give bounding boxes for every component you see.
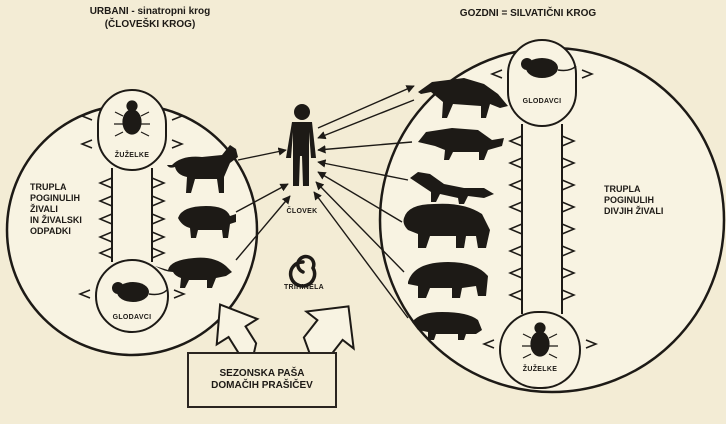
sylvatic-insects-label: ŽUŽELKE — [523, 366, 557, 374]
seasonal-box-line1: SEZONSKA PAŠA — [211, 368, 313, 380]
trichinella-icon — [291, 257, 315, 286]
human-icon — [286, 104, 316, 186]
seasonal-box-line2: DOMAČIH PRAŠIČEV — [211, 380, 313, 392]
sylvatic-rodents-label: GLODAVCI — [523, 98, 562, 106]
seasonal-grazing-box: SEZONSKA PAŠA DOMAČIH PRAŠIČEV — [187, 352, 337, 408]
urban-insects-label: ŽUŽELKE — [115, 152, 149, 160]
urban-cycle-title: URBANI - sinatropni krog — [90, 6, 211, 18]
sylvatic-cycle-title: GOZDNI = SILVATIČNI KROG — [460, 8, 596, 20]
trichinella-label: TRIHINELA — [284, 284, 324, 292]
human-label: ČLOVEK — [287, 208, 318, 216]
human-to-sylvatic-arrow — [318, 86, 414, 128]
urban-rodents-label: GLODAVCI — [113, 314, 152, 322]
sylvatic-carcass-text: TRUPLA POGINULIH DIVJIH ŽIVALI — [604, 184, 663, 217]
urban-carcass-text: TRUPLA POGINULIH ŽIVALI IN ŽIVALSKI ODPA… — [30, 182, 82, 237]
urban-cycle-subtitle: (ČLOVEŠKI KROG) — [105, 19, 196, 31]
